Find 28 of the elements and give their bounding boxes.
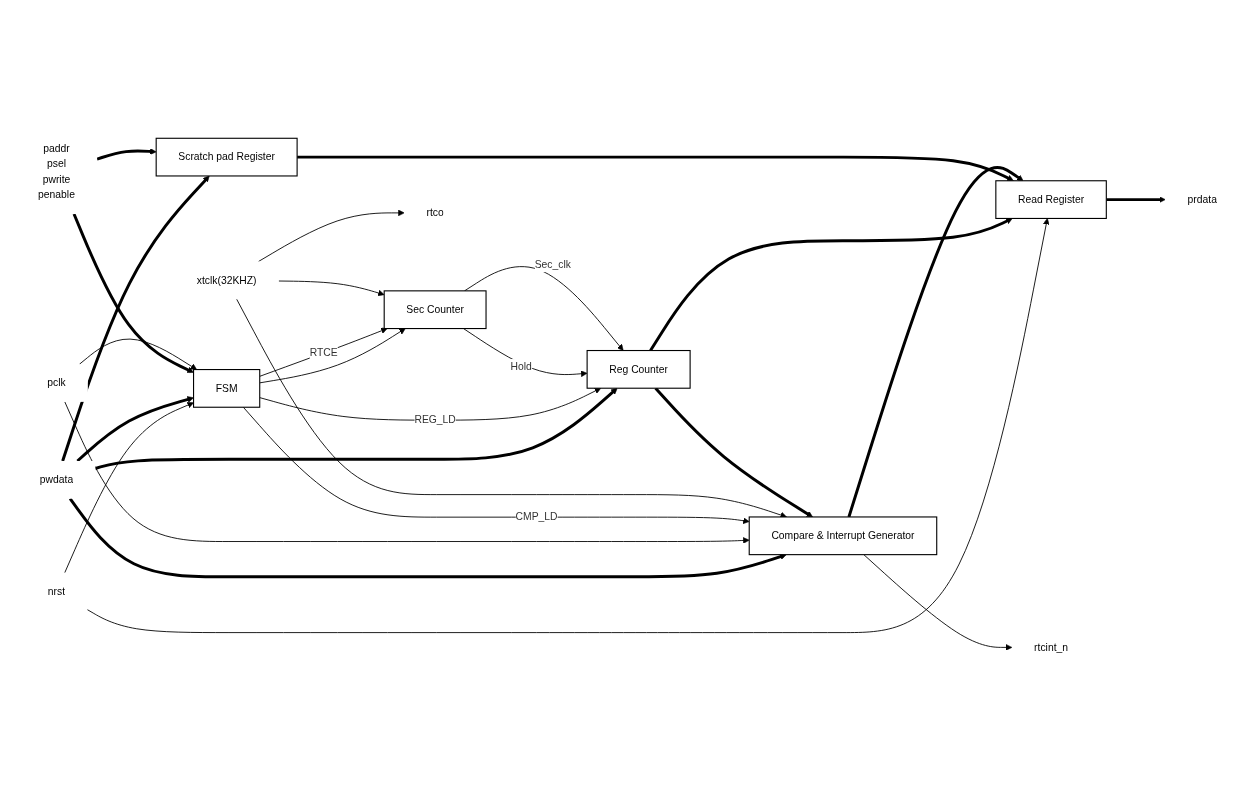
edge-label: Hold <box>510 360 532 373</box>
arrow <box>847 166 1024 518</box>
node-box: Scratch pad Register <box>155 137 298 177</box>
arrow <box>649 218 1013 352</box>
node-text: xtclk(32KHZ) <box>196 274 257 286</box>
arrow <box>68 497 787 579</box>
arrow <box>76 396 194 463</box>
arrow <box>72 213 194 373</box>
node-text: paddr psel pwrite penable <box>38 142 75 201</box>
edge-label: Sec_clk <box>534 258 571 271</box>
arrow <box>96 148 157 161</box>
arrow <box>297 155 1014 182</box>
edge-label: CMP_LD <box>515 510 558 523</box>
node-text: rtcint_n <box>1034 641 1069 653</box>
node-text: nrst <box>47 585 66 598</box>
node-box: Sec Counter <box>383 290 487 330</box>
arrow <box>654 387 813 518</box>
arrow <box>61 175 210 462</box>
node-box: Read Register <box>995 180 1107 219</box>
edge-label: REG_LD <box>414 413 456 426</box>
node-box: FSM <box>193 369 261 408</box>
node-box: Compare & Interrupt Generator <box>748 516 938 556</box>
arrow <box>1106 196 1166 203</box>
node-text: pwdata <box>39 473 74 486</box>
edge-label: RTCE <box>309 346 338 359</box>
node-text: prdata <box>1187 193 1217 206</box>
node-box: Reg Counter <box>586 349 691 389</box>
node-text: rtco <box>426 206 444 219</box>
